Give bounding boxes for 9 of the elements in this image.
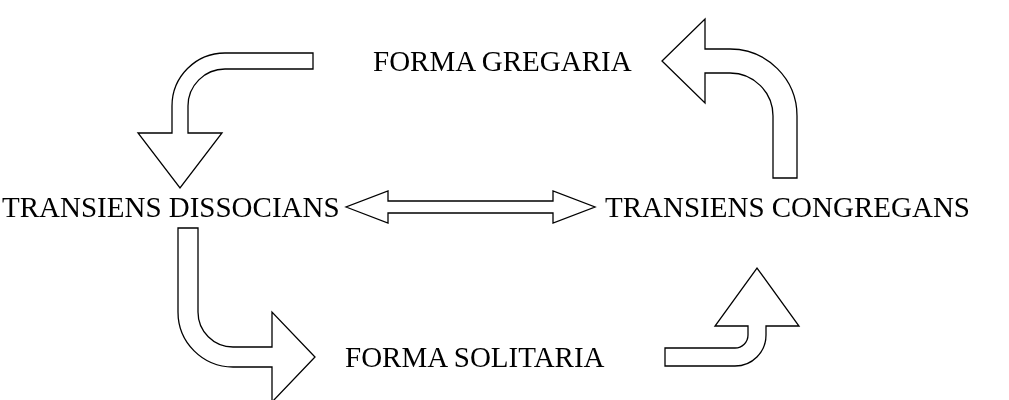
block-arrow <box>664 267 800 367</box>
block-arrow <box>177 227 316 400</box>
block-arrow <box>137 52 314 189</box>
stage-label: FORMA GREGARIA <box>373 44 632 78</box>
block-arrow <box>661 18 798 179</box>
stage-label: FORMA SOLITARIA <box>345 340 605 374</box>
stage-label: TRANSIENS CONGREGANS <box>605 190 970 224</box>
block-arrow <box>344 190 597 224</box>
stage-label: TRANSIENS DISSOCIANS <box>2 190 340 224</box>
